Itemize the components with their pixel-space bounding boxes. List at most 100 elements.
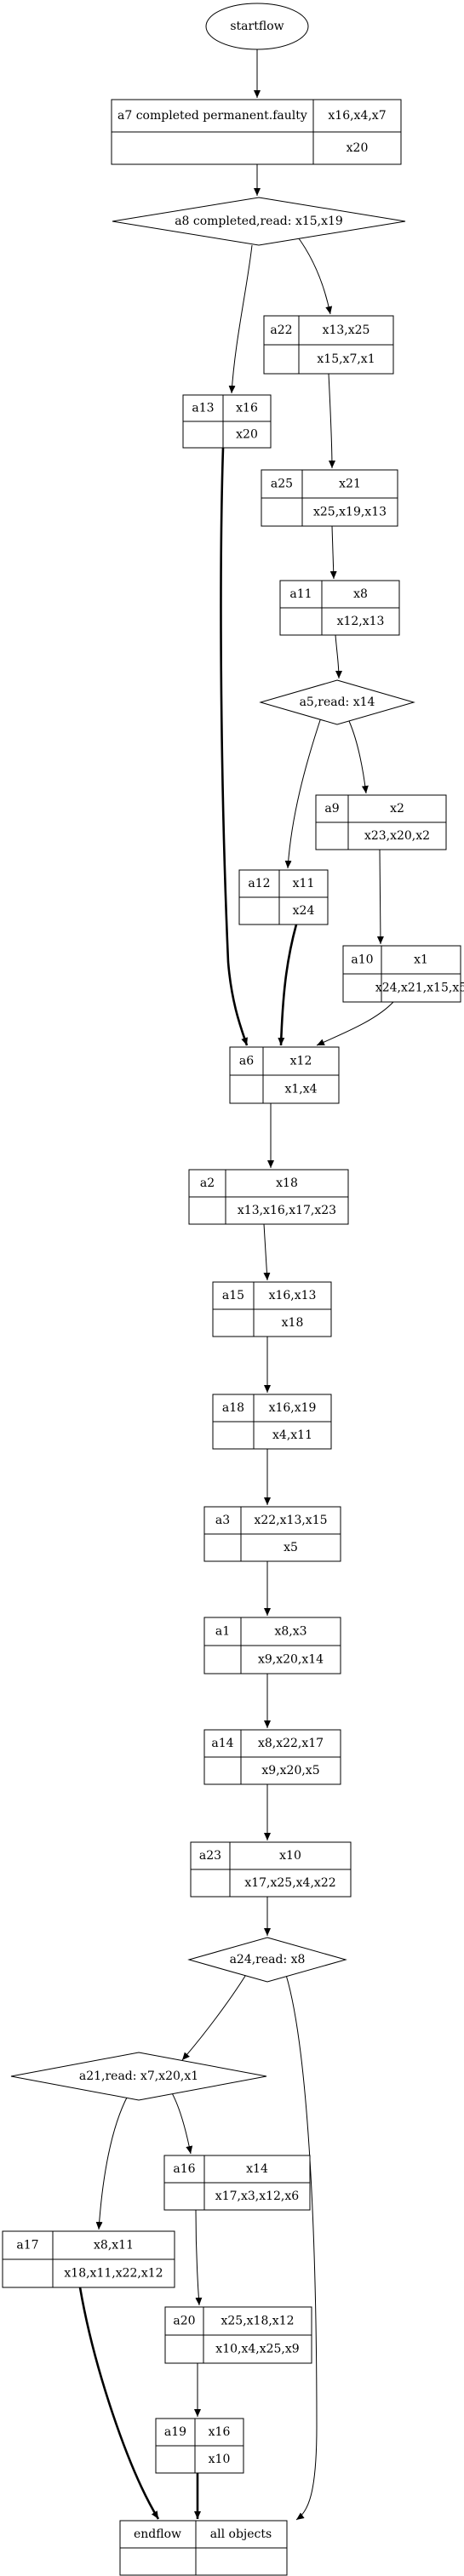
decision-diamond — [112, 197, 406, 246]
start-node: startflow — [205, 3, 309, 50]
action-inputs: x8 — [353, 587, 368, 601]
action-inputs: x22,x13,x15 — [254, 1514, 327, 1527]
action-outputs: x9,x20,x14 — [258, 1653, 324, 1667]
action-name: a6 — [239, 1055, 254, 1068]
action-inputs: x16 — [209, 2425, 231, 2439]
action-name: a14 — [211, 1737, 233, 1750]
edge-a17-endflow — [78, 2287, 160, 2520]
action-node-a22: a22 x13,x25 x15,x7,x1 — [263, 315, 394, 375]
end-node: endflow all objects — [119, 2520, 288, 2576]
action-inputs: x8,x3 — [274, 1625, 306, 1639]
action-name: a22 — [270, 323, 292, 337]
action-name: a25 — [271, 478, 293, 491]
decision-label: a21,read: x7,x20,x1 — [79, 2069, 198, 2083]
decision-node-d3: a24,read: x8 — [187, 1937, 347, 1983]
action-inputs: x18 — [276, 1176, 298, 1190]
action-outputs: x10,x4,x25,x9 — [215, 2343, 299, 2356]
edge-a22-a25 — [328, 373, 335, 469]
action-outputs: x9,x20,x5 — [261, 1764, 319, 1777]
decision-diamond — [259, 679, 415, 725]
action-outputs: x17,x25,x4,x22 — [244, 1876, 335, 1890]
edge-a5-a12 — [284, 714, 323, 869]
edge-a11-a5 — [335, 634, 342, 679]
end-label: endflow — [134, 2527, 181, 2541]
decision-label: a5,read: x14 — [300, 696, 375, 709]
action-node-a6: a6 x12 x1,x4 — [229, 1046, 340, 1104]
edge-a12-a6 — [278, 924, 298, 1046]
action-inputs: x2 — [390, 802, 404, 816]
edge-a10-a6 — [316, 1001, 394, 1046]
action-name: a17 — [16, 2239, 38, 2253]
edge-a21-a17 — [95, 2095, 129, 2230]
action-outputs: x20 — [236, 428, 258, 442]
action-outputs: x12,x13 — [337, 615, 385, 628]
action-outputs: x25,x19,x13 — [313, 506, 387, 519]
action-name: a16 — [173, 2162, 195, 2176]
action-name: a20 — [173, 2315, 195, 2328]
action-name: a12 — [248, 877, 270, 890]
action-name: a3 — [215, 1514, 230, 1527]
edge-a8-a13 — [228, 244, 253, 394]
action-node-a3: a3 x22,x13,x15 x5 — [203, 1506, 341, 1562]
action-outputs: x13,x16,x17,x23 — [238, 1204, 336, 1217]
action-node-a20: a20 x25,x18,x12 x10,x4,x25,x9 — [164, 2306, 312, 2364]
action-outputs: x5 — [284, 1541, 298, 1554]
action-inputs: x16,x4,x7 — [328, 109, 386, 123]
action-outputs: x4,x11 — [272, 1428, 312, 1442]
decision-node-d4: a21,read: x7,x20,x1 — [10, 2052, 267, 2101]
action-name: a2 — [200, 1176, 215, 1190]
action-outputs: x24,x21,x15,x5 — [375, 982, 464, 995]
action-inputs: x8,x22,x17 — [258, 1737, 324, 1750]
action-inputs: x25,x18,x12 — [221, 2315, 294, 2328]
action-inputs: x16 — [236, 402, 258, 415]
action-outputs: x18 — [282, 1316, 304, 1330]
action-outputs: x23,x20,x2 — [364, 829, 430, 843]
end-objects: all objects — [210, 2527, 272, 2541]
action-inputs: x16,x13 — [269, 1289, 317, 1302]
action-node-a15: a15 x16,x13 x18 — [212, 1281, 332, 1337]
action-outputs: x1,x4 — [284, 1083, 317, 1096]
action-outputs: x20 — [347, 141, 369, 155]
decision-node-d2: a5,read: x14 — [259, 679, 415, 725]
action-node-a12: a12 x11 x24 — [238, 869, 329, 925]
decision-node-d1: a8 completed,read: x15,x19 — [112, 197, 406, 246]
decision-label: a24,read: x8 — [230, 1953, 306, 1966]
action-name: a13 — [192, 402, 214, 415]
action-outputs: x24 — [293, 904, 315, 918]
action-outputs: x15,x7,x1 — [317, 352, 375, 366]
decision-diamond — [187, 1937, 347, 1983]
edge-a13-a6 — [220, 447, 249, 1046]
edge-a25-a11 — [329, 525, 337, 580]
action-inputs: x13,x25 — [323, 323, 370, 337]
edge-a24-a21 — [181, 1972, 248, 2061]
action-inputs: x16,x19 — [269, 1401, 317, 1415]
action-inputs: x11 — [293, 877, 315, 890]
edge-a21-a16 — [168, 2087, 193, 2155]
edge-a2-a15 — [263, 1223, 271, 1281]
decision-label: a8 completed,read: x15,x19 — [175, 215, 343, 228]
action-name: a15 — [222, 1289, 244, 1302]
decision-diamond — [10, 2052, 267, 2101]
edge-a24-endflow — [285, 1974, 318, 2521]
action-name: a23 — [199, 1849, 221, 1863]
action-inputs: x12 — [290, 1055, 312, 1068]
edges-layer — [78, 49, 394, 2521]
action-inputs: x8,x11 — [94, 2239, 134, 2253]
action-name: a10 — [351, 953, 373, 967]
edge-a8-a22 — [295, 234, 333, 315]
action-name: a9 — [324, 802, 339, 816]
action-name: a19 — [164, 2425, 186, 2439]
edge-a9-a10 — [376, 849, 384, 945]
